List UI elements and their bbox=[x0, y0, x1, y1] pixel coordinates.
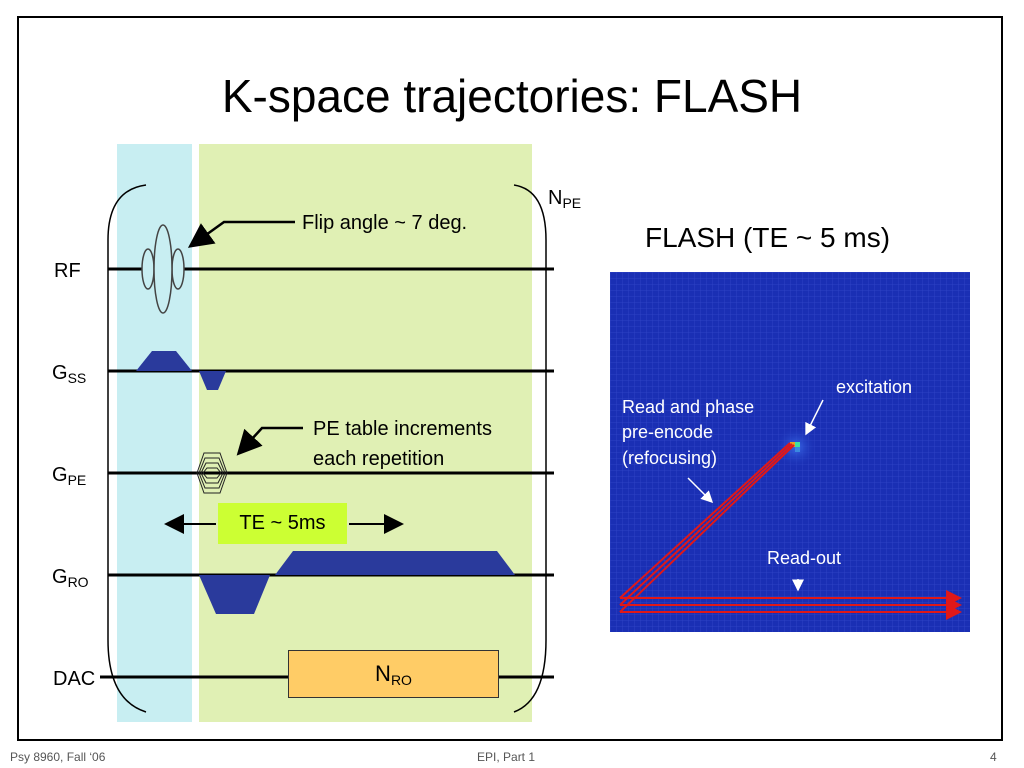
pe-note-line-2: each repetition bbox=[313, 448, 445, 470]
row-label-gpe: GPE bbox=[52, 464, 87, 488]
footer-page-number: 4 bbox=[990, 750, 997, 764]
row-label-rf: RF bbox=[54, 260, 81, 282]
slide-title: K-space trajectories: FLASH bbox=[221, 70, 803, 122]
gro-readout-lobe bbox=[275, 551, 515, 575]
gpe-phase-table bbox=[196, 452, 228, 494]
row-label-gro: GRO bbox=[52, 566, 89, 590]
pe-note-arrow bbox=[236, 426, 303, 456]
gss-rephase-lobe bbox=[199, 371, 226, 390]
row-label-dac: DAC bbox=[53, 668, 96, 690]
kspace-label-prephase-3: (refocusing) bbox=[622, 448, 718, 468]
kspace-center-pixel bbox=[795, 442, 800, 447]
kspace-label-prephase-1: Read and phase bbox=[622, 397, 755, 417]
te-label: TE ~ 5ms bbox=[218, 503, 347, 544]
gro-prephase-lobe bbox=[199, 575, 270, 614]
repeat-count-label: NPE bbox=[548, 187, 582, 211]
row-label-gss: GSS bbox=[52, 362, 87, 386]
kspace-label-excitation: excitation bbox=[836, 377, 913, 397]
prephase-arrow bbox=[687, 477, 714, 504]
gss-slice-select-lobe bbox=[136, 351, 192, 371]
readout-samples-box: NRO bbox=[288, 650, 499, 698]
pe-note-line-1: PE table increments bbox=[313, 418, 492, 440]
repeat-bracket-left bbox=[107, 184, 147, 713]
kspace-trajectories bbox=[619, 442, 962, 620]
kspace-label-prephase-2: pre-encode bbox=[622, 422, 714, 442]
footer-course: Psy 8960, Fall ‘06 bbox=[10, 750, 106, 764]
kspace-label-readout: Read-out bbox=[767, 548, 842, 568]
slide-frame bbox=[17, 16, 1003, 741]
kspace-title: FLASH (TE ~ 5 ms) bbox=[645, 222, 891, 253]
excitation-band bbox=[117, 144, 192, 722]
kspace-image bbox=[610, 272, 970, 632]
flip-angle-arrow bbox=[187, 220, 295, 248]
rf-pulse bbox=[141, 224, 185, 314]
kspace-center-pixel bbox=[795, 447, 800, 452]
footer-lecture: EPI, Part 1 bbox=[477, 750, 536, 764]
flip-angle-note: Flip angle ~ 7 deg. bbox=[302, 212, 468, 234]
excitation-arrow bbox=[805, 399, 824, 436]
kspace-center-pixel bbox=[790, 442, 795, 447]
repeat-bracket-right bbox=[513, 184, 547, 713]
